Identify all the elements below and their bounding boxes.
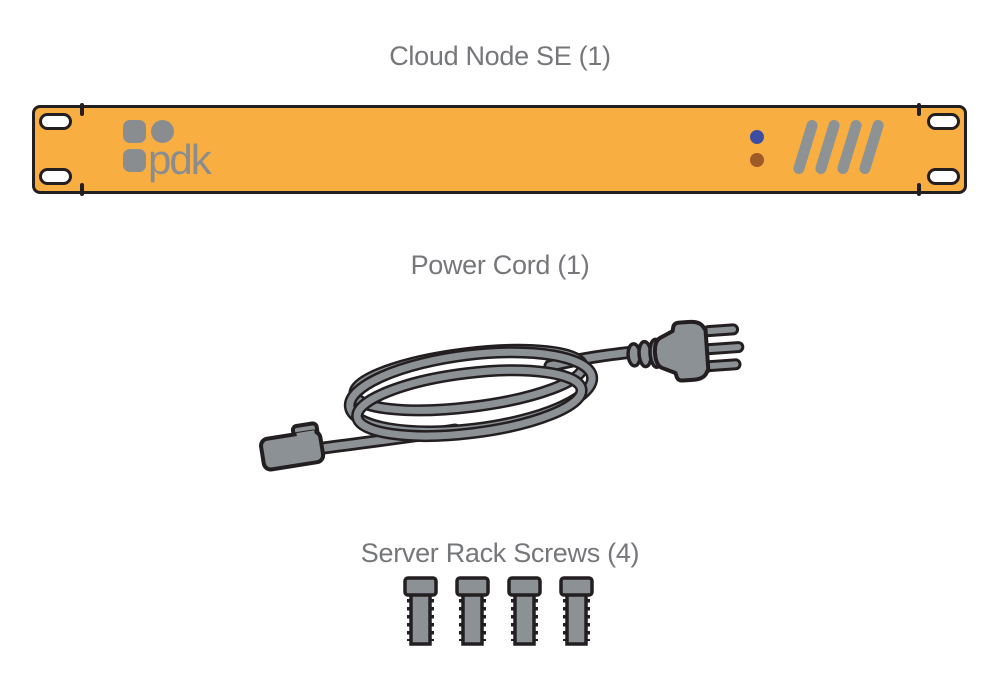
screw — [559, 576, 594, 646]
mounting-slot — [39, 168, 72, 185]
screw — [507, 576, 542, 646]
iec-connector — [259, 421, 326, 472]
power-cord-illustration — [259, 319, 745, 472]
power-cord-coil — [343, 343, 599, 442]
pdk-logo-dot — [123, 120, 146, 143]
rack-screws-title: Server Rack Screws (4) — [360, 538, 640, 568]
rack-screws-illustration — [403, 576, 594, 646]
pdk-logo-text: pdk — [148, 136, 212, 183]
mounting-slot — [927, 168, 960, 185]
pdk-logo-dot — [151, 120, 174, 143]
cloud-node-title: Cloud Node SE (1) — [389, 41, 611, 71]
screw — [455, 576, 490, 646]
screw — [403, 576, 438, 646]
rack-ear-divider-notch — [80, 103, 84, 116]
pdk-logo-dot — [123, 149, 146, 172]
mounting-slot — [927, 113, 960, 130]
plug-body — [652, 319, 711, 383]
cloud-node-front-panel: pdk — [32, 103, 967, 196]
rack-ear-divider-notch — [917, 103, 921, 116]
status-led-blue — [750, 130, 764, 144]
status-led-amber — [750, 153, 764, 167]
rack-ear-divider-notch — [80, 183, 84, 196]
power-cord-title: Power Cord (1) — [410, 250, 590, 280]
vent-slash-icon — [858, 118, 885, 176]
mounting-slot — [39, 113, 72, 130]
rack-ear-divider-notch — [917, 183, 921, 196]
power-plug — [626, 319, 745, 383]
